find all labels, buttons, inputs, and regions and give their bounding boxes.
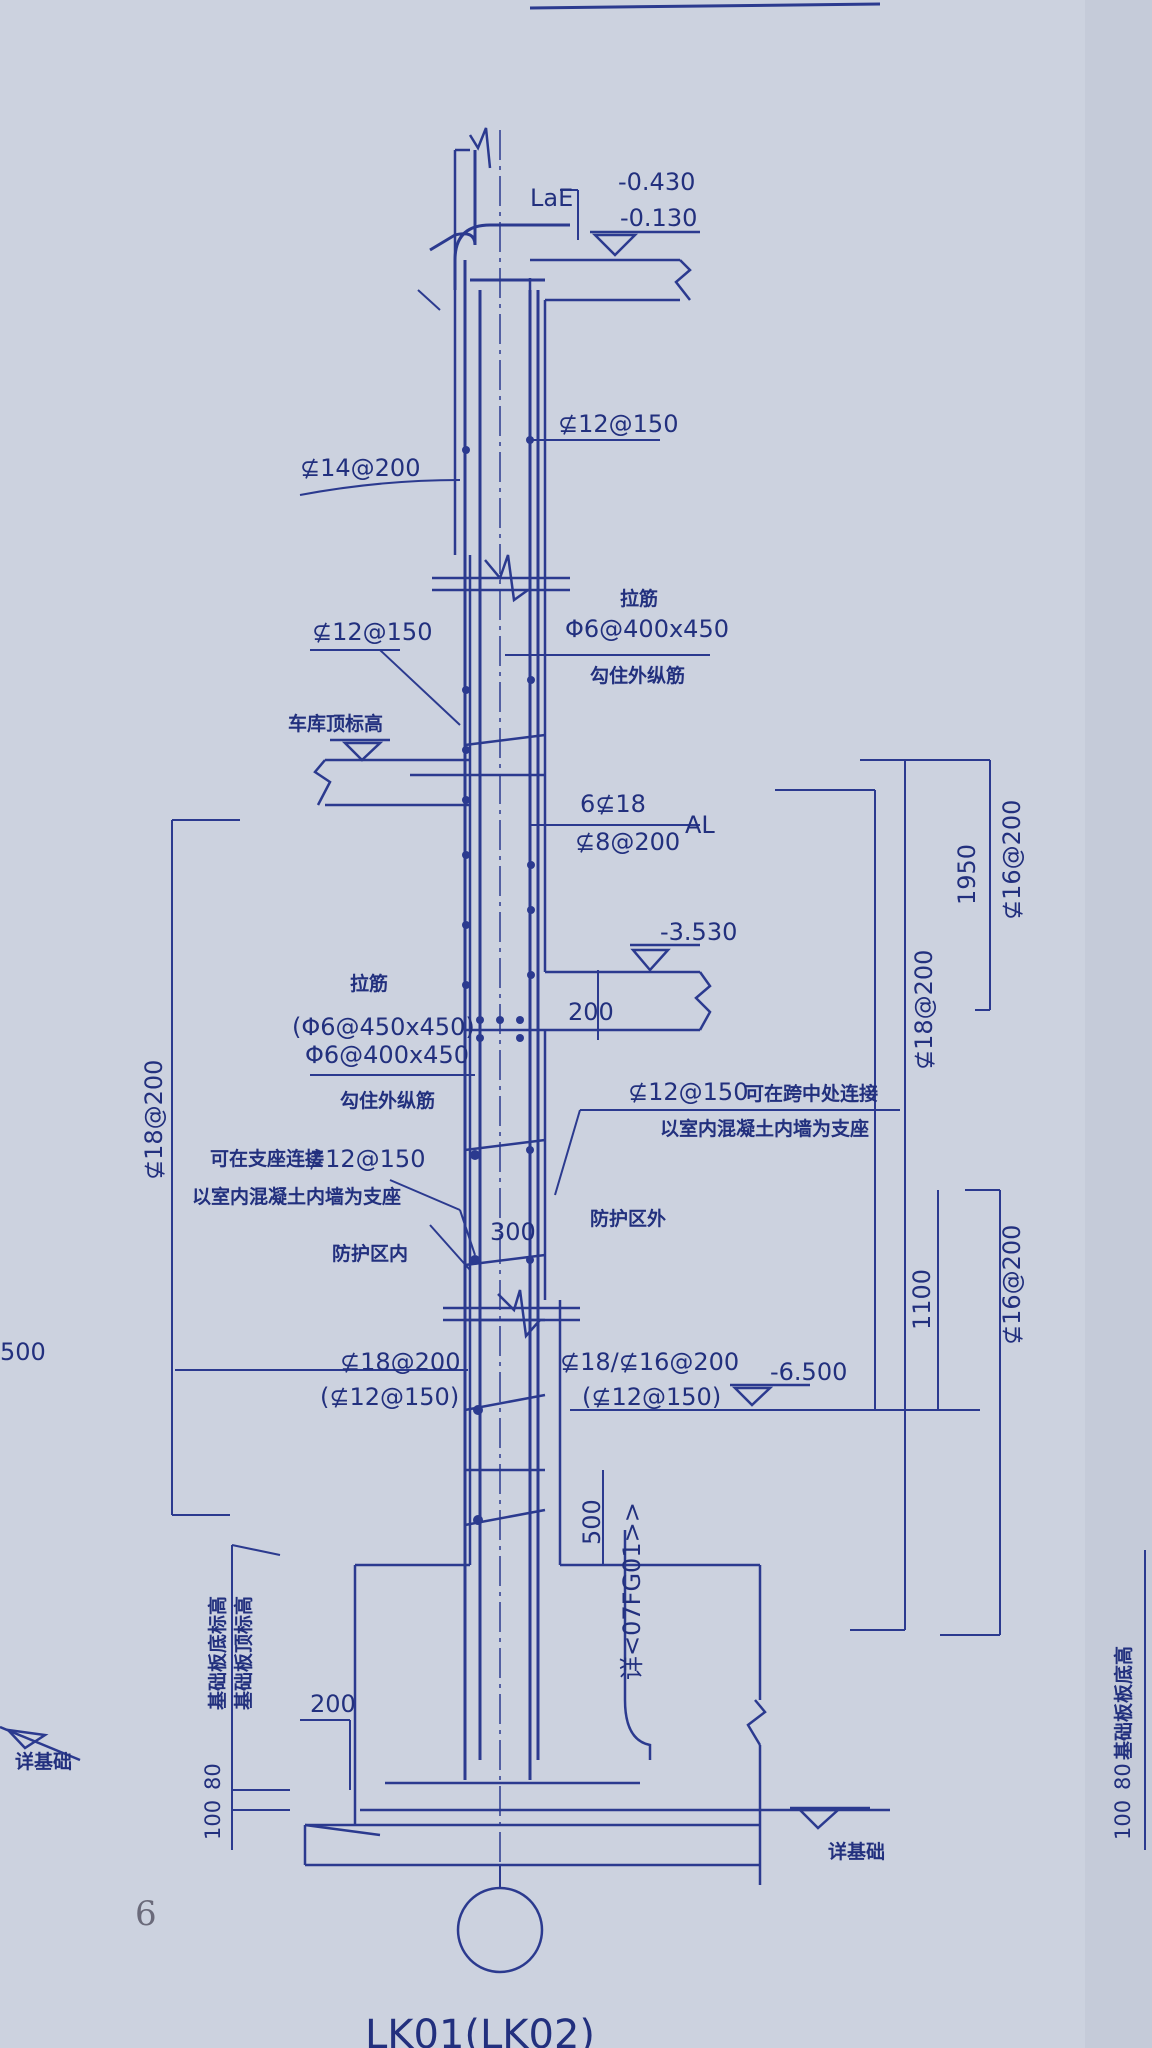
rebar-v-inner-mid: ⊈12@150 (312, 618, 432, 646)
beam-stirrups: ⊈8@200 (575, 828, 680, 856)
base-height-right: 基础板板底高 (1112, 1646, 1135, 1761)
far-left-vertical-bars: ⊈18@200 (140, 1060, 168, 1180)
dim-500: 500 (578, 1499, 606, 1545)
dim-200-upper: 200 (568, 998, 614, 1026)
right-dim-100: 100 (1111, 1800, 1135, 1840)
beam-main-bars: 6⊈18 (580, 790, 646, 818)
beam-tag: AL (685, 811, 715, 839)
garage-roof-level: 车库顶标高 (288, 712, 383, 735)
tie-hook-2: 勾住外纵筋 (340, 1089, 435, 1112)
dim-1950: 1950 (953, 844, 981, 905)
left-lower-bars-1: ⊈18@200 (340, 1348, 460, 1376)
foundation-level-left: 详基础 (15, 1750, 72, 1773)
dim-200-lower: 200 (310, 1690, 356, 1718)
tie-spec-2b: Φ6@400x450 (305, 1041, 469, 1069)
tie-title-1: 拉筋 (620, 587, 658, 610)
right-dim-80: 80 (1111, 1763, 1135, 1790)
left-splice-bar: ⊈12@150 (305, 1145, 425, 1173)
level-base: -6.500 (770, 1358, 847, 1386)
right-lower-bars-2: (⊈12@150) (582, 1383, 721, 1411)
vertical-rebar (429, 150, 570, 1780)
edge-dim-500: 500 (0, 1338, 46, 1366)
tie-spec-2a: (Φ6@450x450) (292, 1013, 475, 1041)
pencil-note: 6 (135, 1894, 157, 1934)
horizontal-ties (410, 733, 546, 1527)
base-height-1: 基础板底标高 (206, 1596, 229, 1711)
foundation-level-label: 详基础 (828, 1840, 885, 1863)
right-splice-note-2: 以室内混凝土内墙为支座 (660, 1117, 869, 1140)
dim-300: 300 (490, 1218, 536, 1246)
right-vertical-bars-3: ⊈16@200 (998, 1225, 1026, 1345)
left-splice-note-1: 可在支座连接 (210, 1147, 324, 1170)
level-markers (0, 230, 870, 1830)
tie-spec-1: Φ6@400x450 (565, 615, 729, 643)
left-lower-bars-2: (⊈12@150) (320, 1383, 459, 1411)
leader-lines (175, 439, 980, 1411)
dim-80: 80 (201, 1763, 225, 1790)
left-splice-note-2: 以室内混凝土内墙为支座 (192, 1185, 401, 1208)
right-vertical-bars-2: ⊈16@200 (998, 800, 1026, 920)
level-top-b: -0.130 (620, 204, 697, 232)
dim-1100: 1100 (908, 1269, 936, 1330)
tie-title-2: 拉筋 (350, 972, 388, 995)
dim-100: 100 (201, 1800, 225, 1840)
level-top-a: -0.430 (618, 168, 695, 196)
rebar-v-outer-top: ⊈12@150 (558, 410, 678, 438)
zone-out-label: 防护区外 (590, 1207, 666, 1230)
right-lower-bars-1: ⊈18/⊈16@200 (560, 1348, 739, 1376)
base-height-2: 基础板顶标高 (232, 1596, 255, 1711)
drawing-title: LK01(LK02) (365, 2012, 595, 2048)
paper-edge (1085, 0, 1152, 2048)
tie-hook-1: 勾住外纵筋 (590, 664, 685, 687)
right-vertical-bars-1: ⊈18@200 (910, 950, 938, 1070)
right-splice-note-1: 可在跨中处连接 (745, 1082, 878, 1105)
lae-label: LaE (530, 184, 573, 212)
rebar-h-top: ⊈14@200 (300, 454, 420, 482)
foundation-ref: 详<07FG01>> (618, 1502, 646, 1680)
right-splice-bar: ⊈12@150 (628, 1078, 748, 1106)
dimension-lines (171, 189, 1146, 1850)
zone-in-label: 防护区内 (332, 1242, 408, 1265)
top-border-line (529, 2, 881, 10)
level-slab-a: -3.530 (660, 918, 737, 946)
